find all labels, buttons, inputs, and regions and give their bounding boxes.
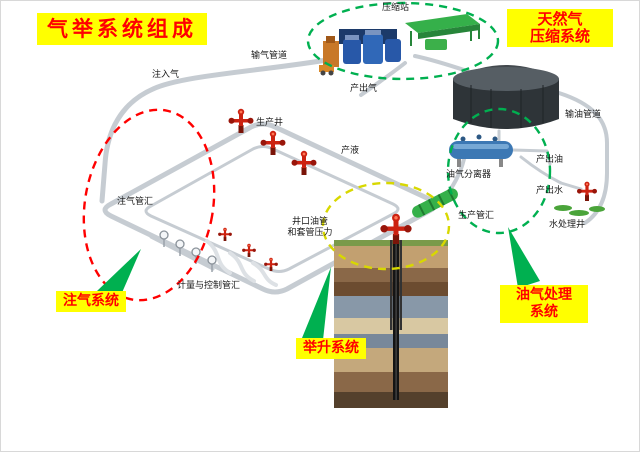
label-wellhead-pressure-line2: 和套管压力 — [287, 228, 333, 238]
label-wellhead-pressure-line1: 井口油管 — [291, 217, 328, 227]
separator-vessel — [449, 134, 513, 167]
label-metering-control-manifold: 计量与控制管汇 — [177, 281, 241, 291]
injection-valve-icon — [218, 227, 232, 241]
lifting-system-label: 举升系统 — [296, 338, 366, 359]
processing-system-label: 油气处理 系统 — [500, 285, 588, 323]
label-water-treatment-well: 水处理井 — [549, 220, 586, 230]
label-produced-liquid: 产液 — [341, 146, 360, 156]
production-manifold-equipment — [412, 188, 458, 218]
compression-system-boundary — [306, 1, 500, 81]
lifting-arrow — [302, 267, 331, 340]
processing-arrow — [508, 227, 540, 288]
compression-system-label-line2: 压缩系统 — [529, 27, 590, 45]
label-gas-injection-manifold: 注气管汇 — [117, 197, 154, 207]
injection-arrow — [97, 249, 141, 295]
lifting-system-boundary — [321, 181, 451, 271]
label-compressor-station: 压缩站 — [382, 3, 410, 13]
injection-valve-icon — [242, 243, 256, 257]
injection-system-boundary — [82, 108, 216, 302]
label-produced-water: 产出水 — [536, 186, 564, 196]
label-oil-pipeline: 输油管道 — [565, 110, 602, 120]
label-wellhead-pressure: 井口油管 和套管压力 — [281, 217, 339, 239]
grass-patch — [554, 205, 605, 216]
label-production-well: 生产井 — [256, 118, 284, 128]
processing-system-boundary — [446, 107, 552, 235]
label-produced-gas: 产出气 — [350, 84, 378, 94]
label-gas-pipeline: 输气管道 — [251, 51, 288, 61]
injection-system-label: 注气系统 — [56, 291, 126, 312]
compressor-station-equipment — [319, 29, 401, 76]
underground-cross-section — [334, 240, 448, 408]
compression-system-label-line1: 天然气 — [537, 10, 583, 28]
page-title: 气举系统组成 — [37, 13, 207, 45]
label-oil-gas-separator: 油气分离器 — [446, 170, 492, 180]
storage-tank — [453, 65, 559, 129]
label-injection-gas: 注入气 — [152, 70, 180, 80]
label-produced-oil: 产出油 — [536, 155, 564, 165]
production-wellhead-icon — [291, 150, 317, 175]
water-well-icon — [577, 181, 597, 201]
compression-system-label: 天然气 压缩系统 — [507, 9, 613, 47]
label-production-manifold: 生产管汇 — [458, 211, 495, 221]
cooler-table — [405, 14, 480, 50]
processing-system-label-line1: 油气处理 — [516, 287, 572, 303]
processing-system-label-line2: 系统 — [530, 304, 558, 320]
